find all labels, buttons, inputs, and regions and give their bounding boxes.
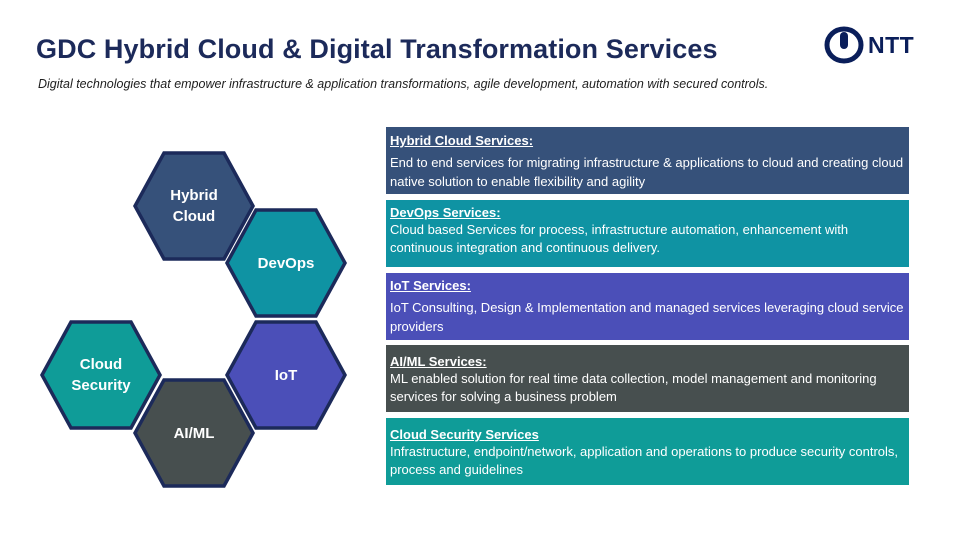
logo-text: NTT bbox=[868, 31, 915, 58]
service-title: IoT Services: bbox=[390, 278, 471, 293]
service-panel-ai-ml: AI/ML Services: ML enabled solution for … bbox=[386, 345, 909, 412]
hexagon-label: IoT bbox=[274, 366, 298, 384]
service-panel-hybrid-cloud: Hybrid Cloud Services: End to end servic… bbox=[386, 127, 909, 194]
service-title: DevOps Services: bbox=[390, 205, 501, 220]
service-title: Cloud Security Services bbox=[390, 427, 539, 442]
page-subtitle: Digital technologies that empower infras… bbox=[38, 77, 769, 91]
hexagon-label: AI/ML bbox=[173, 424, 215, 442]
service-panel-iot: IoT Services: IoT Consulting, Design & I… bbox=[386, 273, 909, 340]
hexagon-iot: IoT bbox=[225, 319, 347, 431]
hexagon-label: DevOps bbox=[257, 254, 315, 272]
hexagon-cloud-security: Cloud Security bbox=[40, 319, 162, 431]
hexagon-ai-ml: AI/ML bbox=[133, 377, 255, 489]
ntt-logo: NTT bbox=[824, 26, 934, 64]
service-description: Infrastructure, endpoint/network, applic… bbox=[390, 444, 899, 477]
ntt-logo-icon bbox=[824, 26, 864, 64]
service-description: ML enabled solution for real time data c… bbox=[390, 371, 877, 404]
hexagon-label: Hybrid Cloud bbox=[170, 187, 218, 225]
service-description: IoT Consulting, Design & Implementation … bbox=[390, 300, 904, 334]
service-description: Cloud based Services for process, infras… bbox=[390, 222, 849, 255]
service-description: End to end services for migrating infras… bbox=[390, 155, 904, 189]
hexagon-devops: DevOps bbox=[225, 207, 347, 319]
service-title: AI/ML Services: bbox=[390, 354, 487, 369]
hexagon-hybrid-cloud: Hybrid Cloud bbox=[133, 150, 255, 262]
service-hexagon-cluster: Hybrid Cloud DevOps IoT Cloud Security A… bbox=[0, 0, 380, 540]
hexagon-label: Cloud Security bbox=[71, 356, 131, 394]
page-title: GDC Hybrid Cloud & Digital Transformatio… bbox=[36, 34, 718, 64]
service-panel-devops: DevOps Services: Cloud based Services fo… bbox=[386, 200, 909, 267]
service-title: Hybrid Cloud Services: bbox=[390, 133, 534, 148]
service-panel-cloud-security: Cloud Security Services Infrastructure, … bbox=[386, 418, 909, 485]
